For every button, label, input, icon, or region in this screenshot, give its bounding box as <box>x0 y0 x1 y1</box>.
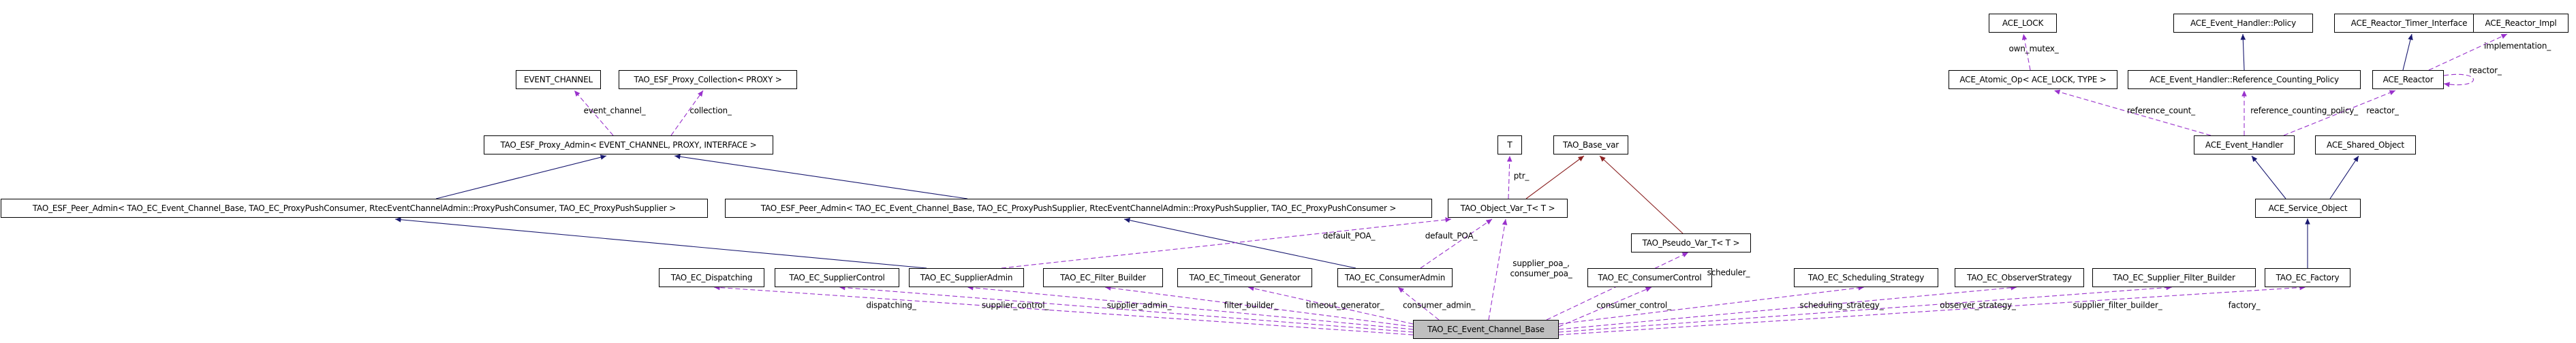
class-node-peer-admin-supplier[interactable]: TAO_ESF_Peer_Admin< TAO_EC_Event_Channel… <box>725 199 1432 218</box>
edge-proxy-admin--event-channel <box>574 90 614 136</box>
edge-ace-reactor--ace-reactor <box>2443 74 2474 88</box>
class-node-pseudo-var[interactable]: TAO_Pseudo_Var_T< T > <box>1631 233 1751 252</box>
class-node-ec-scheduling-strategy[interactable]: TAO_EC_Scheduling_Strategy <box>1794 268 1938 287</box>
edge-label-event-channel-base--object-var: supplier_poa_, consumer_poa_ <box>1510 259 1572 278</box>
class-node-ec-dispatching[interactable]: TAO_EC_Dispatching <box>659 268 764 287</box>
edge-label-proxy-admin--event-channel: event_channel_ <box>583 105 646 116</box>
class-node-object-var[interactable]: TAO_Object_Var_T< T > <box>1448 199 1568 218</box>
class-node-event-channel-base: TAO_EC_Event_Channel_Base <box>1413 320 1559 339</box>
edge-ec-consumer-admin--peer-admin-supplier <box>1123 218 1356 269</box>
edge-label-event-channel-base--ec-supplier-control: supplier_control_ <box>981 300 1049 310</box>
edge-peer-admin-supplier--proxy-admin <box>674 154 968 199</box>
edge-atomic-op--ace-lock <box>2021 33 2031 71</box>
class-node-ace-lock[interactable]: ACE_LOCK <box>1989 14 2057 33</box>
class-node-proxy-admin[interactable]: TAO_ESF_Proxy_Admin< EVENT_CHANNEL, PROX… <box>484 135 773 154</box>
edges-group <box>394 33 2508 336</box>
edge-event-channel-base--object-var <box>1488 218 1508 321</box>
class-node-ec-supplier-control[interactable]: TAO_EC_SupplierControl <box>775 268 899 287</box>
edge-event-channel-base--ec-factory <box>1558 284 2306 336</box>
edge-label-event-channel-base--ec-timeout-generator: timeout_generator_ <box>1305 300 1384 310</box>
class-node-ec-consumer-admin[interactable]: TAO_EC_ConsumerAdmin <box>1337 268 1453 287</box>
class-node-ec-factory[interactable]: TAO_EC_Factory <box>2265 268 2350 287</box>
edge-label-event-channel-base--ec-filter-builder: filter_builder_ <box>1224 300 1278 310</box>
class-node-ace-event-handler[interactable]: ACE_Event_Handler <box>2194 135 2295 154</box>
edge-label-ec-consumer-admin--object-var: default_POA_ <box>1425 231 1478 241</box>
class-node-ec-consumer-control[interactable]: TAO_EC_ConsumerControl <box>1587 268 1712 287</box>
class-node-ec-supplier-admin[interactable]: TAO_EC_SupplierAdmin <box>909 268 1024 287</box>
class-node-atomic-op[interactable]: ACE_Atomic_Op< ACE_LOCK, TYPE > <box>1949 70 2117 89</box>
edge-label-ace-reactor--ace-reactor: reactor_ <box>2469 65 2502 76</box>
class-node-reactor-impl[interactable]: ACE_Reactor_Impl <box>2473 14 2569 33</box>
class-node-ec-supplier-filter-builder[interactable]: TAO_EC_Supplier_Filter_Builder <box>2092 268 2256 287</box>
class-node-proxy-collection[interactable]: TAO_ESF_Proxy_Collection< PROXY > <box>619 70 797 89</box>
class-node-peer-admin-consumer[interactable]: TAO_ESF_Peer_Admin< TAO_EC_Event_Channel… <box>1 199 708 218</box>
class-node-ace-reactor[interactable]: ACE_Reactor <box>2372 70 2444 89</box>
edge-event-channel-base--ec-dispatching <box>713 284 1414 336</box>
edge-object-var--base-var <box>1525 155 1585 199</box>
edge-eh-ref-counting-policy--eh-policy <box>2240 33 2246 71</box>
edge-label-event-channel-base--ec-observer-strategy: observer_strategy_ <box>1940 300 2016 310</box>
class-node-base-var[interactable]: TAO_Base_var <box>1553 135 1628 154</box>
edge-event-channel-base--ec-filter-builder <box>1104 285 1414 327</box>
edge-event-channel-base--ec-scheduling-strategy <box>1558 285 1865 325</box>
edge-label-event-channel-base--ec-supplier-admin: supplier_admin_ <box>1106 300 1172 310</box>
edge-label-ec-supplier-admin--object-var: default_POA_ <box>1322 231 1376 241</box>
edge-label-ace-event-handler--eh-ref-counting-policy: reference_counting_policy_ <box>2250 105 2358 116</box>
edge-label-event-channel-base--ec-dispatching: dispatching_ <box>866 300 916 310</box>
edge-ace-event-handler--atomic-op <box>2053 89 2212 136</box>
edge-ace-reactor--reactor-timer-interface <box>2402 33 2413 71</box>
class-node-ace-shared-object[interactable]: ACE_Shared_Object <box>2315 135 2416 154</box>
edge-label-event-channel-base--ec-consumer-control: consumer_control_ <box>1596 300 1671 310</box>
edge-event-channel-base--ec-supplier-control <box>839 284 1414 333</box>
edge-label-atomic-op--ace-lock: own_mutex_ <box>2008 44 2059 54</box>
edge-event-channel-base--ec-consumer-control <box>1558 287 1652 327</box>
edge-pseudo-var--base-var <box>1599 155 1683 234</box>
edge-proxy-admin--proxy-collection <box>670 90 704 136</box>
edge-label-ace-reactor--reactor-impl: implementation_ <box>2483 41 2551 51</box>
edge-label-event-channel-base--ec-factory: factory_ <box>2228 300 2261 310</box>
edge-label-object-var--t: ptr_ <box>1513 171 1530 181</box>
edge-label-ace-event-handler--ace-reactor: reactor_ <box>2366 105 2399 116</box>
class-node-ec-timeout-generator[interactable]: TAO_EC_Timeout_Generator <box>1177 268 1312 287</box>
edge-ace-reactor--reactor-impl <box>2428 33 2508 71</box>
class-node-ec-filter-builder[interactable]: TAO_EC_Filter_Builder <box>1043 268 1163 287</box>
edge-ace-event-handler--ace-reactor <box>2283 90 2396 136</box>
edge-ec-supplier-admin--peer-admin-consumer <box>394 216 927 269</box>
class-node-reactor-timer-interface[interactable]: ACE_Reactor_Timer_Interface <box>2334 14 2484 33</box>
edge-peer-admin-consumer--proxy-admin <box>435 154 607 199</box>
edge-event-channel-base--ec-supplier-filter-builder <box>1558 284 2173 333</box>
edge-label-event-channel-base--ec-scheduling-strategy: scheduling_strategy_ <box>1799 300 1884 310</box>
edge-event-channel-base--ec-observer-strategy <box>1558 284 2017 330</box>
class-node-eh-ref-counting-policy[interactable]: ACE_Event_Handler::Reference_Counting_Po… <box>2128 70 2361 89</box>
class-node-ec-observer-strategy[interactable]: TAO_EC_ObserverStrategy <box>1955 268 2084 287</box>
edge-event-channel-base--ec-timeout-generator <box>1247 286 1414 325</box>
edge-label-event-channel-base--ec-consumer-admin: consumer_admin_ <box>1402 300 1476 310</box>
class-node-t[interactable]: T <box>1498 135 1522 154</box>
class-node-event-channel[interactable]: EVENT_CHANNEL <box>516 70 601 89</box>
edge-label-ace-event-handler--atomic-op: reference_count_ <box>2127 105 2195 116</box>
edge-event-channel-base--ec-consumer-admin <box>1397 287 1440 321</box>
edge-label-event-channel-base--ec-supplier-filter-builder: supplier_filter_builder_ <box>2073 300 2162 310</box>
class-node-ace-service-object[interactable]: ACE_Service_Object <box>2255 199 2361 218</box>
edge-ec-supplier-admin--object-var <box>1001 217 1452 269</box>
edge-ace-service-object--ace-shared-object <box>2329 155 2359 199</box>
class-node-eh-policy[interactable]: ACE_Event_Handler::Policy <box>2173 14 2313 33</box>
edge-label-event-channel-base--pseudo-var: scheduler_ <box>1707 267 1750 278</box>
edge-ace-service-object--ace-event-handler <box>2251 155 2286 199</box>
edge-label-proxy-admin--proxy-collection: collection_ <box>689 105 732 116</box>
